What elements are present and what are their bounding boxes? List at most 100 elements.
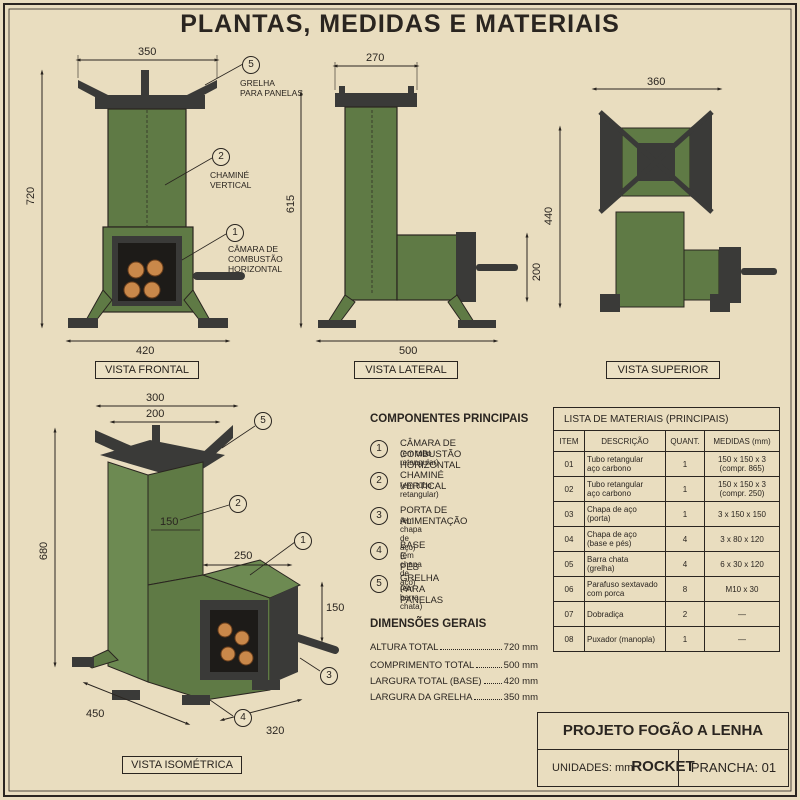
component-number: 2: [370, 472, 388, 490]
units-text: UNIDADES: mm: [552, 762, 634, 774]
dimension-value: 500 mm: [503, 660, 538, 671]
component-detail: (em tubo retangular): [400, 449, 439, 467]
title-block-sheet: PRANCHA: 01: [678, 749, 789, 787]
callout-5-marker: 5: [242, 56, 260, 74]
component-detail: (em chapa de aço): [400, 551, 422, 587]
iso-chimney-dim: 150: [160, 516, 179, 528]
iso-top-inner-dim: 200: [146, 408, 165, 420]
component-number: 3: [370, 507, 388, 525]
iso-callout-3-marker: 3: [320, 667, 338, 685]
dimension-value: 420 mm: [503, 676, 538, 687]
callout-1-marker: 1: [226, 224, 244, 242]
materials-table: LISTA DE MATERIAIS (PRINCIPAIS) ITEM DES…: [553, 407, 780, 652]
component-number: 1: [370, 440, 388, 458]
dimension-row: LARGURA TOTAL (BASE)420 mm: [370, 676, 538, 687]
dimension-row: ALTURA TOTAL 720 mm: [370, 642, 538, 653]
top-view-label: VISTA SUPERIOR: [606, 361, 720, 379]
material-cell: 04: [553, 526, 585, 552]
dimension-key: ALTURA TOTAL: [370, 642, 439, 653]
dimension-value: 350 mm: [503, 692, 538, 703]
front-view-label: VISTA FRONTAL: [95, 361, 199, 379]
material-cell: —: [704, 601, 780, 627]
col-header: ITEM: [553, 430, 585, 452]
dimension-row: LARGURA DA GRELHA 350 mm: [370, 692, 538, 703]
material-cell: 01: [553, 451, 585, 477]
material-cell: Tubo retangular aço carbono: [584, 476, 666, 502]
material-cell: Tubo retangular aço carbono: [584, 451, 666, 477]
material-cell: 150 x 150 x 3 (compr. 865): [704, 451, 780, 477]
material-cell: Dobradiça: [584, 601, 666, 627]
title-block-project: PROJETO FOGÃO A LENHA ROCKET: [537, 712, 789, 775]
component-name: CHAMINÉ VERTICAL: [400, 470, 447, 492]
material-cell: Chapa de aço (base e pés): [584, 526, 666, 552]
side-width-dim: 270: [366, 52, 385, 64]
material-cell: 08: [553, 626, 585, 652]
iso-callout-5-marker: 5: [254, 412, 272, 430]
iso-base-depth-dim: 450: [86, 708, 105, 720]
iso-top-outer-dim: 300: [146, 392, 165, 404]
material-cell: M10 x 30: [704, 576, 780, 602]
material-cell: Puxador (manopla): [584, 626, 666, 652]
side-view-label: VISTA LATERAL: [354, 361, 458, 379]
callout-2-marker: 2: [212, 148, 230, 166]
component-detail: (em tubo retangular): [400, 481, 439, 499]
component-number: 5: [370, 575, 388, 593]
materials-caption: LISTA DE MATERIAIS (PRINCIPAIS): [553, 407, 780, 431]
iso-view-label: VISTA ISOMÉTRICA: [122, 756, 242, 774]
component-number: 4: [370, 542, 388, 560]
material-cell: 03: [553, 501, 585, 527]
front-base-dim: 420: [136, 345, 155, 357]
material-cell: 4: [665, 551, 705, 577]
material-cell: 1: [665, 626, 705, 652]
component-detail: (em chapa de aço): [400, 516, 422, 552]
material-cell: 05: [553, 551, 585, 577]
material-cell: Chapa de aço (porta): [584, 501, 666, 527]
callout-chamine-label: CHAMINÉ VERTICAL: [210, 170, 252, 190]
col-header: DESCRIÇÃO: [584, 430, 666, 452]
dimension-row: COMPRIMENTO TOTAL 500 mm: [370, 660, 538, 671]
material-cell: Parafuso sextavado com porca: [584, 576, 666, 602]
material-cell: 6 x 30 x 120: [704, 551, 780, 577]
component-name: BASE E PÉS: [400, 540, 426, 573]
components-heading: COMPONENTES PRINCIPAIS: [370, 413, 529, 425]
dimension-key: LARGURA DA GRELHA: [370, 692, 473, 703]
iso-callout-1-marker: 1: [294, 532, 312, 550]
sheet-title: PLANTAS, MEDIDAS E MATERIAIS: [180, 10, 620, 38]
front-width-dim: 350: [138, 46, 157, 58]
material-cell: Barra chata (grelha): [584, 551, 666, 577]
material-cell: 3 x 80 x 120: [704, 526, 780, 552]
dimension-key: COMPRIMENTO TOTAL: [370, 660, 475, 671]
iso-callout-2-marker: 2: [229, 495, 247, 513]
material-cell: 1: [665, 501, 705, 527]
title-block-units: UNIDADES: mm: [537, 749, 679, 787]
iso-chamber-len-dim: 250: [234, 550, 253, 562]
material-cell: 150 x 150 x 3 (compr. 250): [704, 476, 780, 502]
sheet-number: PRANCHA: 01: [690, 760, 777, 775]
component-name: GRELHA PARA PANELAS: [400, 573, 444, 606]
component-name: PORTA DE ALIMENTAÇÃO: [400, 505, 468, 527]
side-base-dim: 500: [399, 345, 418, 357]
material-cell: 07: [553, 601, 585, 627]
material-cell: 4: [665, 526, 705, 552]
material-cell: 2: [665, 601, 705, 627]
material-cell: 02: [553, 476, 585, 502]
component-name: CÂMARA DE COMBUSTÃO HORIZONTAL: [400, 438, 462, 471]
materials-header-row: ITEM DESCRIÇÃO QUANT. MEDIDAS (mm): [553, 430, 780, 452]
dimension-value: 720 mm: [503, 642, 538, 653]
material-cell: 8: [665, 576, 705, 602]
dimensions-heading: DIMENSÕES GERAIS: [370, 618, 487, 630]
top-width-dim: 360: [647, 76, 666, 88]
